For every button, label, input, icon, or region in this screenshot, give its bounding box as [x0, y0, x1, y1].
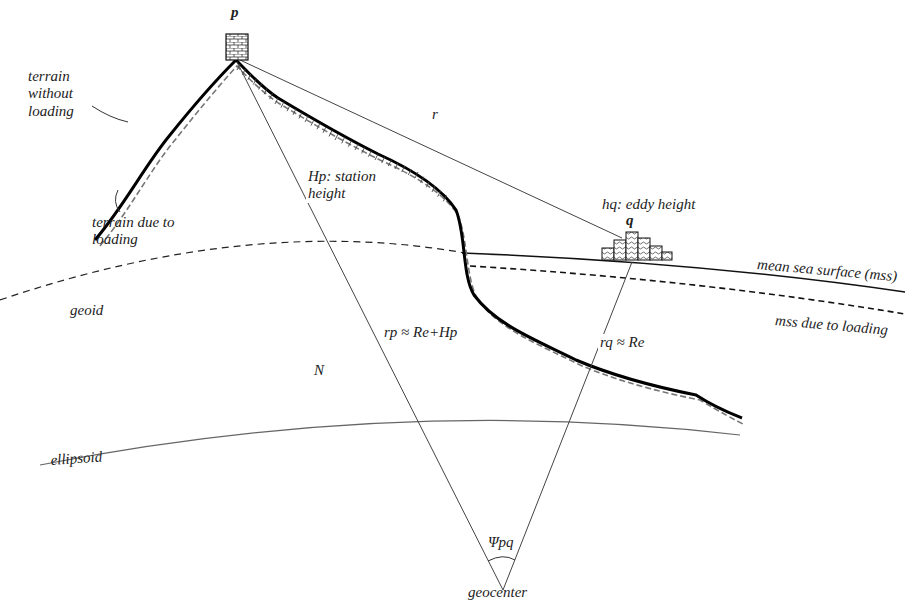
surface-label: ellipsoid: [50, 448, 103, 469]
radius-label: rp ≈ Re+Hp: [382, 324, 459, 341]
angle-arc: [488, 557, 515, 561]
point-name: p: [231, 4, 239, 21]
distance-line: [240, 60, 622, 238]
angle-symbol: Ψpq: [488, 534, 514, 551]
terrain-loaded: [100, 66, 745, 425]
terrain-label: terrain without loading: [28, 68, 118, 120]
point-name: q: [626, 212, 634, 229]
ellipsoid-curve: [40, 420, 740, 465]
geoid-curve: [0, 241, 465, 300]
terrain-unloaded: [95, 60, 742, 418]
surface-label: geoid: [70, 302, 103, 319]
terrain-label: terrain due to loading: [92, 214, 182, 249]
leader-line: [92, 106, 128, 122]
surface-label: mss due to loading: [774, 312, 888, 339]
radius-line: [237, 62, 503, 590]
height-label: Hp: station height: [306, 168, 390, 203]
height-label: hq: eddy height: [602, 196, 695, 213]
radius-label: rq ≈ Re: [598, 334, 646, 351]
eddy-blocks: [602, 232, 672, 260]
station-box: [226, 34, 248, 60]
leader-line: [115, 190, 120, 212]
center-label: geocenter: [468, 584, 527, 601]
mean-sea-surface: [462, 253, 905, 292]
radius-line: [503, 262, 632, 590]
height-symbol: N: [312, 362, 326, 379]
distance-symbol: r: [430, 106, 440, 123]
